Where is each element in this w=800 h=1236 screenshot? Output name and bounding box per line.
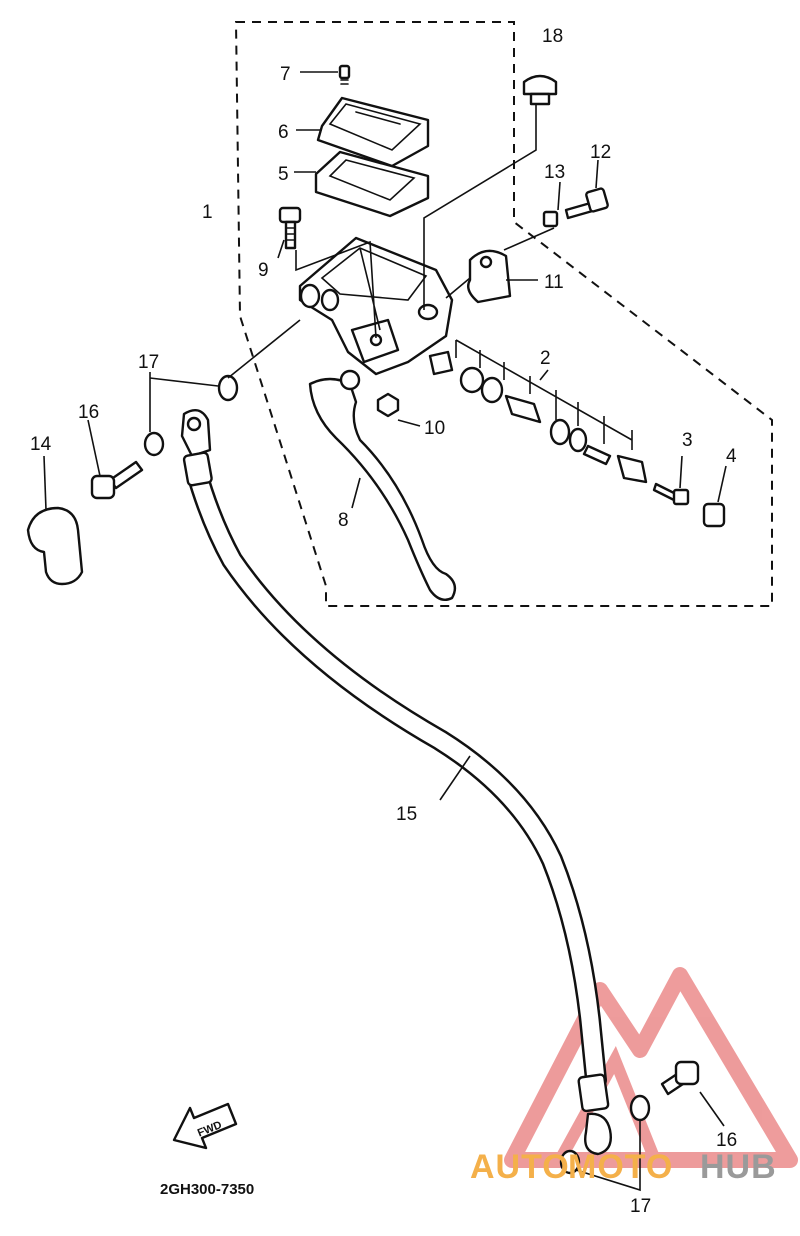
part-16-bolt-upper <box>90 460 144 500</box>
watermark-text-auto: AUTO <box>470 1148 570 1186</box>
watermark-text-moto: MOTO <box>568 1148 673 1186</box>
label-part-18: 18 <box>542 26 563 47</box>
watermark-text: AUTO MOTO HUB <box>470 1148 777 1186</box>
part-10-nut <box>376 392 400 418</box>
master-cylinder-body <box>298 236 454 376</box>
label-part-6: 6 <box>278 122 289 143</box>
label-part-16-lower: 16 <box>716 1130 737 1151</box>
assembly-boundary <box>234 21 773 607</box>
label-part-11: 11 <box>544 272 564 293</box>
part-18-rubber-cap <box>522 74 558 106</box>
label-part-13: 13 <box>544 162 565 183</box>
part-5-diaphragm <box>314 150 430 218</box>
watermark-text-hub: HUB <box>700 1148 777 1186</box>
part-16-bolt-lower <box>660 1060 700 1096</box>
part-2-piston-kit <box>428 339 648 484</box>
diagram-code: 2GH300-7350 <box>160 1181 254 1198</box>
label-part-17-upper: 17 <box>138 352 159 373</box>
watermark-logo <box>504 967 798 1168</box>
label-part-4: 4 <box>726 446 737 467</box>
part-3-bleeder <box>652 482 690 506</box>
part-6-cap <box>316 96 430 168</box>
fwd-arrow-icon: FWD <box>172 1102 238 1150</box>
label-part-17-lower: 17 <box>630 1196 651 1217</box>
part-8-lever <box>308 369 457 601</box>
label-part-15: 15 <box>396 804 417 825</box>
part-17-washer-bottom-a <box>629 1094 651 1122</box>
part-14-boot <box>26 506 84 586</box>
part-4-cap <box>702 502 726 528</box>
label-part-2: 2 <box>540 348 551 369</box>
label-part-10: 10 <box>424 418 445 439</box>
label-part-5: 5 <box>278 164 289 185</box>
part-13-nut <box>542 210 559 228</box>
part-7-screw <box>338 64 351 85</box>
label-part-7: 7 <box>280 64 291 85</box>
label-part-14: 14 <box>30 434 52 455</box>
part-17-washer-upper <box>217 374 239 402</box>
label-part-12: 12 <box>590 142 611 163</box>
label-part-1: 1 <box>202 202 213 223</box>
part-17-washer-lower <box>143 431 165 457</box>
leader-lines <box>43 71 727 1192</box>
part-17-washer-bottom-b <box>559 1149 581 1175</box>
label-part-8: 8 <box>338 510 349 531</box>
part-15-brake-hose <box>180 408 612 1156</box>
part-12-bolt <box>564 187 609 220</box>
label-part-3: 3 <box>682 430 693 451</box>
label-part-9: 9 <box>258 260 269 281</box>
label-part-16-upper: 16 <box>78 402 99 423</box>
part-11-clamp <box>467 249 512 304</box>
part-9-bolt <box>278 206 302 250</box>
